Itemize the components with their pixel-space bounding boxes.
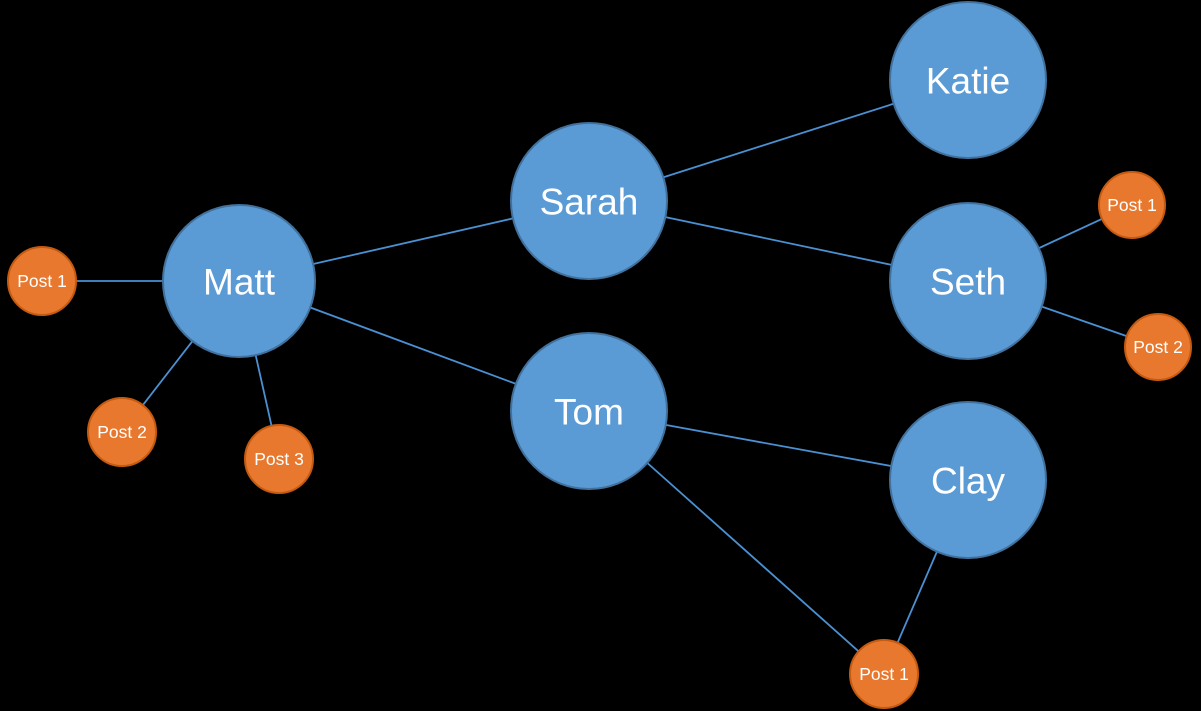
- node-label-shared-post-1: Post 1: [859, 664, 909, 684]
- person-circle[interactable]: [889, 202, 1047, 360]
- node-label-clay: Clay: [931, 461, 1006, 502]
- edge-seth-to-seth-post-1: [1036, 217, 1104, 250]
- person-circle[interactable]: [889, 401, 1047, 559]
- node-shared-post-1[interactable]: Post 1: [849, 639, 919, 709]
- node-label-matt: Matt: [203, 262, 276, 303]
- edge-sarah-to-seth: [663, 216, 894, 266]
- edge-matt-post-2-to-matt: [141, 339, 194, 407]
- edge-matt-post-3-to-matt: [254, 353, 273, 428]
- node-seth-post-1[interactable]: Post 1: [1098, 171, 1166, 239]
- node-katie[interactable]: Katie: [889, 1, 1047, 159]
- edge-tom-to-shared-post-1: [645, 461, 861, 653]
- person-circle[interactable]: [510, 332, 668, 490]
- node-matt-post-2[interactable]: Post 2: [87, 397, 157, 467]
- post-circle[interactable]: [1124, 313, 1192, 381]
- node-matt[interactable]: Matt: [162, 204, 316, 358]
- edge-clay-to-shared-post-1: [896, 549, 939, 645]
- node-matt-post-3[interactable]: Post 3: [244, 424, 314, 494]
- node-label-matt-post-3: Post 3: [254, 449, 304, 469]
- post-circle[interactable]: [849, 639, 919, 709]
- node-matt-post-1[interactable]: Post 1: [7, 246, 77, 316]
- node-label-tom: Tom: [554, 392, 624, 433]
- node-label-sarah: Sarah: [540, 182, 639, 223]
- edge-matt-to-tom: [308, 306, 518, 386]
- node-label-matt-post-2: Post 2: [97, 422, 147, 442]
- node-sarah[interactable]: Sarah: [510, 122, 668, 280]
- edge-seth-to-seth-post-2: [1039, 305, 1129, 338]
- node-label-matt-post-1: Post 1: [17, 271, 67, 291]
- person-circle[interactable]: [889, 1, 1047, 159]
- node-seth[interactable]: Seth: [889, 202, 1047, 360]
- edge-tom-to-clay: [663, 423, 894, 468]
- post-circle[interactable]: [87, 397, 157, 467]
- post-circle[interactable]: [1098, 171, 1166, 239]
- post-circle[interactable]: [7, 246, 77, 316]
- person-circle[interactable]: [162, 204, 316, 358]
- edge-sarah-to-katie: [661, 102, 896, 179]
- edge-matt-to-sarah: [311, 217, 515, 266]
- node-label-seth: Seth: [930, 262, 1006, 303]
- node-label-seth-post-2: Post 2: [1133, 337, 1183, 357]
- node-tom[interactable]: Tom: [510, 332, 668, 490]
- person-circle[interactable]: [510, 122, 668, 280]
- node-label-seth-post-1: Post 1: [1107, 195, 1157, 215]
- edge-layer: [74, 102, 1129, 653]
- node-label-katie: Katie: [926, 61, 1010, 102]
- node-clay[interactable]: Clay: [889, 401, 1047, 559]
- node-seth-post-2[interactable]: Post 2: [1124, 313, 1192, 381]
- post-circle[interactable]: [244, 424, 314, 494]
